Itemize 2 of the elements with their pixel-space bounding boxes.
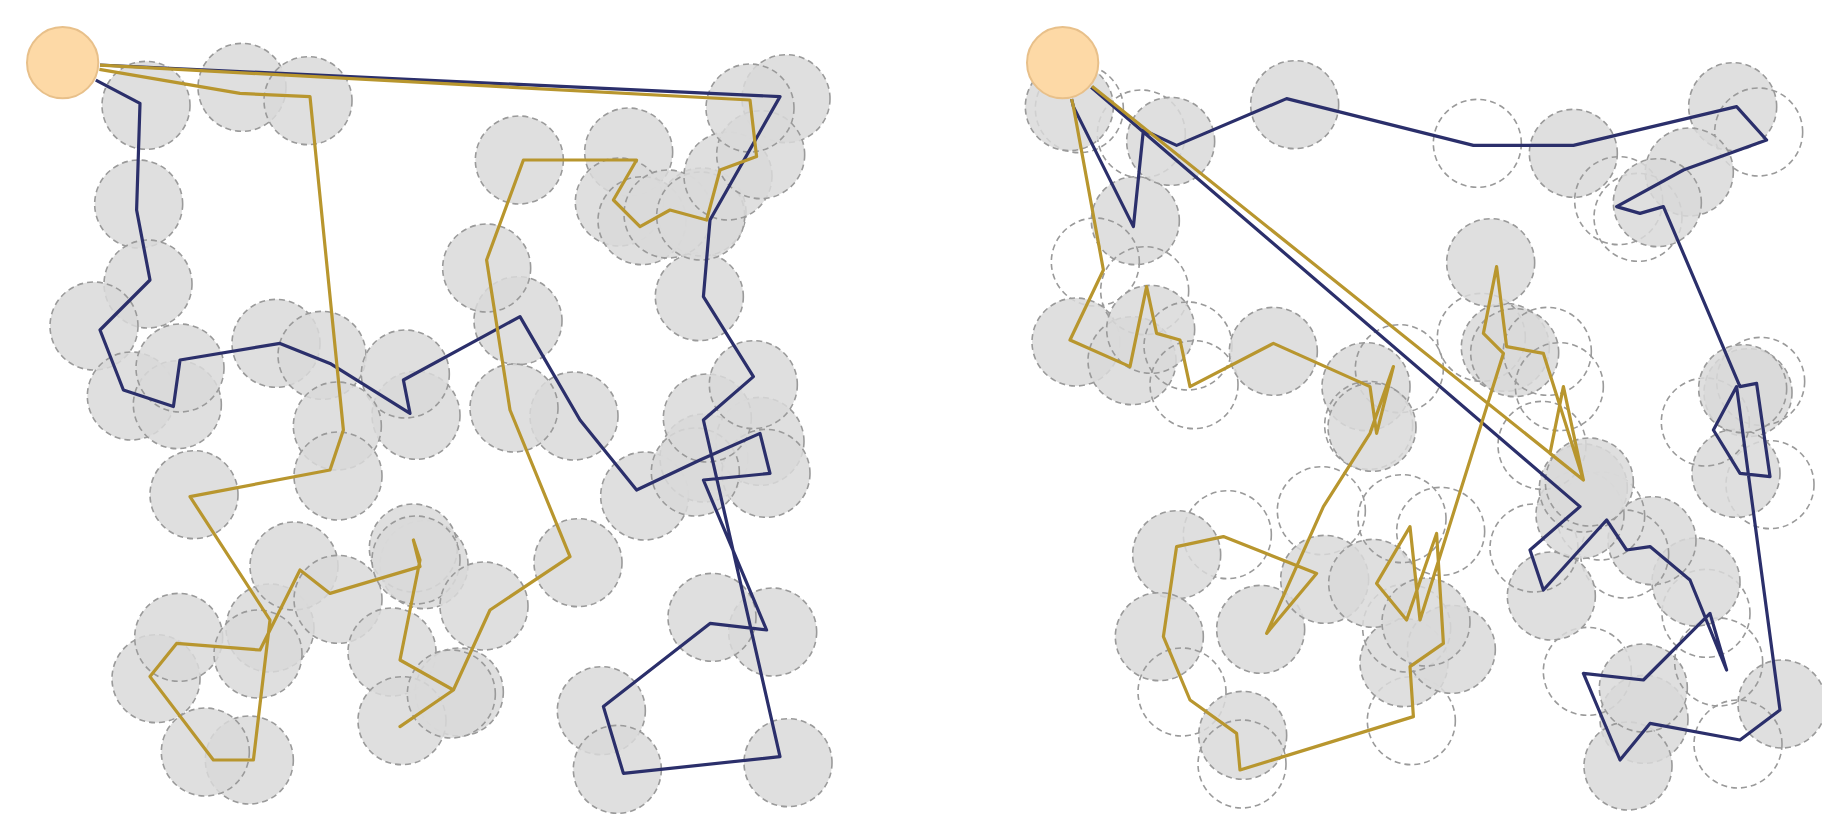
route-line: [1070, 86, 1782, 762]
route-line: [1068, 84, 1585, 772]
